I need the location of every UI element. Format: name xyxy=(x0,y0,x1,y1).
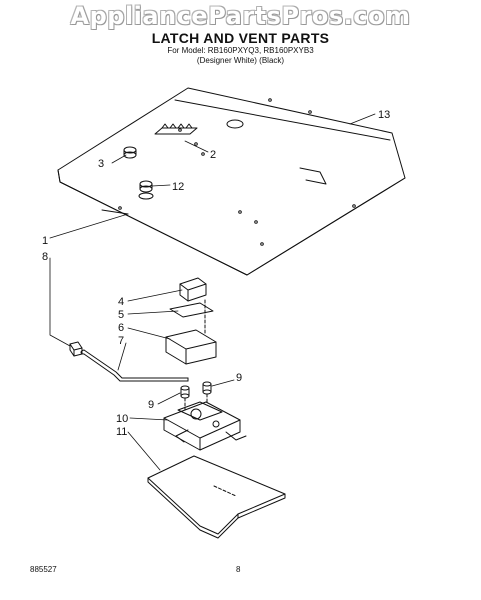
model-colors: (Designer White) (Black) xyxy=(196,56,285,65)
leader-lines xyxy=(49,113,376,471)
page-number: 8 xyxy=(236,565,241,574)
callout-labels: 13 2 3 12 1 8 4 5 6 7 9 9 10 11 xyxy=(42,109,390,438)
callout-1: 1 xyxy=(42,235,48,247)
callout-6: 6 xyxy=(118,322,124,334)
switch-part xyxy=(179,277,207,302)
spacer-part-left xyxy=(180,385,190,399)
switch-cover-part xyxy=(165,299,217,365)
document-code: 885527 xyxy=(30,565,57,574)
latch-mechanism-part xyxy=(163,393,247,451)
callout-13: 13 xyxy=(378,109,390,121)
callout-5: 5 xyxy=(118,309,124,321)
bottom-plate-part xyxy=(147,455,286,539)
callout-11: 11 xyxy=(116,426,127,438)
callout-9-left: 9 xyxy=(148,399,154,411)
bracket-part xyxy=(154,123,198,135)
spacer-part-right xyxy=(202,381,212,395)
plug-part xyxy=(139,180,153,193)
callout-4: 4 xyxy=(118,296,124,308)
callout-2: 2 xyxy=(210,149,216,161)
model-numbers: For Model: RB160PXYQ3, RB160PXYB3 xyxy=(167,46,314,55)
callout-3: 3 xyxy=(98,158,104,170)
model-subtitle: For Model: RB160PXYQ3, RB160PXYB3 (Desig… xyxy=(0,46,481,66)
callout-10: 10 xyxy=(116,413,128,425)
callout-9-right: 9 xyxy=(236,372,242,384)
latch-rod-part xyxy=(80,349,189,382)
callout-12: 12 xyxy=(172,181,184,193)
page-title: LATCH AND VENT PARTS xyxy=(151,30,330,46)
vent-panel-part xyxy=(57,87,406,276)
grommet-part xyxy=(123,146,137,159)
callout-7: 7 xyxy=(118,335,124,347)
rod-knob-part xyxy=(69,341,83,357)
watermark-logo: AppliancePartsPros.com xyxy=(70,2,411,30)
callout-8: 8 xyxy=(42,251,48,263)
insulator-part xyxy=(169,302,214,318)
